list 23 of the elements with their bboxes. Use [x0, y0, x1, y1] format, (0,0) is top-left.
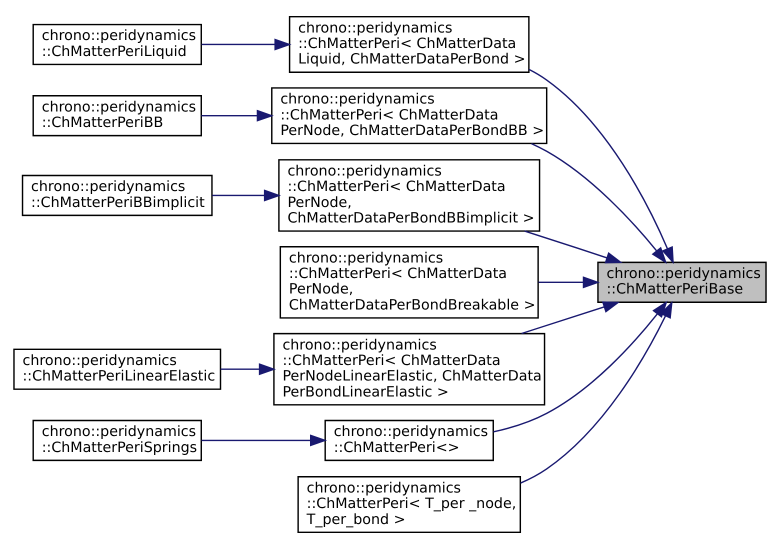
node-box: chrono::peridynamics ::ChMatterPeri< ChMatterData PerNodeLinearElastic, ChMatterData PerBondLinearElastic >: [273, 332, 546, 406]
arrow: [201, 109, 274, 122]
node-box: chrono::peridynamics ::ChMatterPeriBase: [597, 261, 767, 302]
node-box: chrono::peridynamics ::ChMatterPeri<>: [324, 419, 494, 461]
arrow: [538, 276, 600, 288]
arrow: [493, 300, 668, 432]
node-box: chrono::peridynamics ::ChMatterPeri< ChMatterData PerNode, ChMatterDataPerBondBreakable >: [280, 246, 539, 318]
node-box: chrono::peridynamics ::ChMatterPeriSprings: [32, 419, 202, 461]
node-box: chrono::peridynamics ::ChMatterPeriLiquid: [32, 23, 202, 65]
arrow: [528, 68, 674, 264]
arrow: [524, 230, 623, 263]
node-box: chrono::peridynamics ::ChMatterPeriBB: [32, 94, 202, 136]
node-box: chrono::peridynamics ::ChMatterPeri< ChMatterData PerNode, ChMatterDataPerBondBBimplicit >: [278, 158, 540, 232]
arrow: [202, 434, 328, 446]
arrow: [520, 300, 673, 484]
node-box: chrono::peridynamics ::ChMatterPeri< ChMatterData PerNode, ChMatterDataPerBondBB >: [271, 86, 548, 144]
node-box: chrono::peridynamics ::ChMatterPeriBBimplicit: [22, 174, 213, 216]
arrow: [202, 38, 292, 50]
arrow: [212, 188, 282, 201]
node-box: chrono::peridynamics ::ChMatterPeri< T_per _node, T_per_bond >: [297, 476, 522, 533]
arrow: [220, 362, 276, 375]
node-box: chrono::peridynamics ::ChMatterPeriLinearElastic: [13, 348, 222, 390]
node-box: chrono::peridynamics ::ChMatterPeri< ChMatterData Liquid, ChMatterDataPerBond >: [288, 15, 530, 72]
